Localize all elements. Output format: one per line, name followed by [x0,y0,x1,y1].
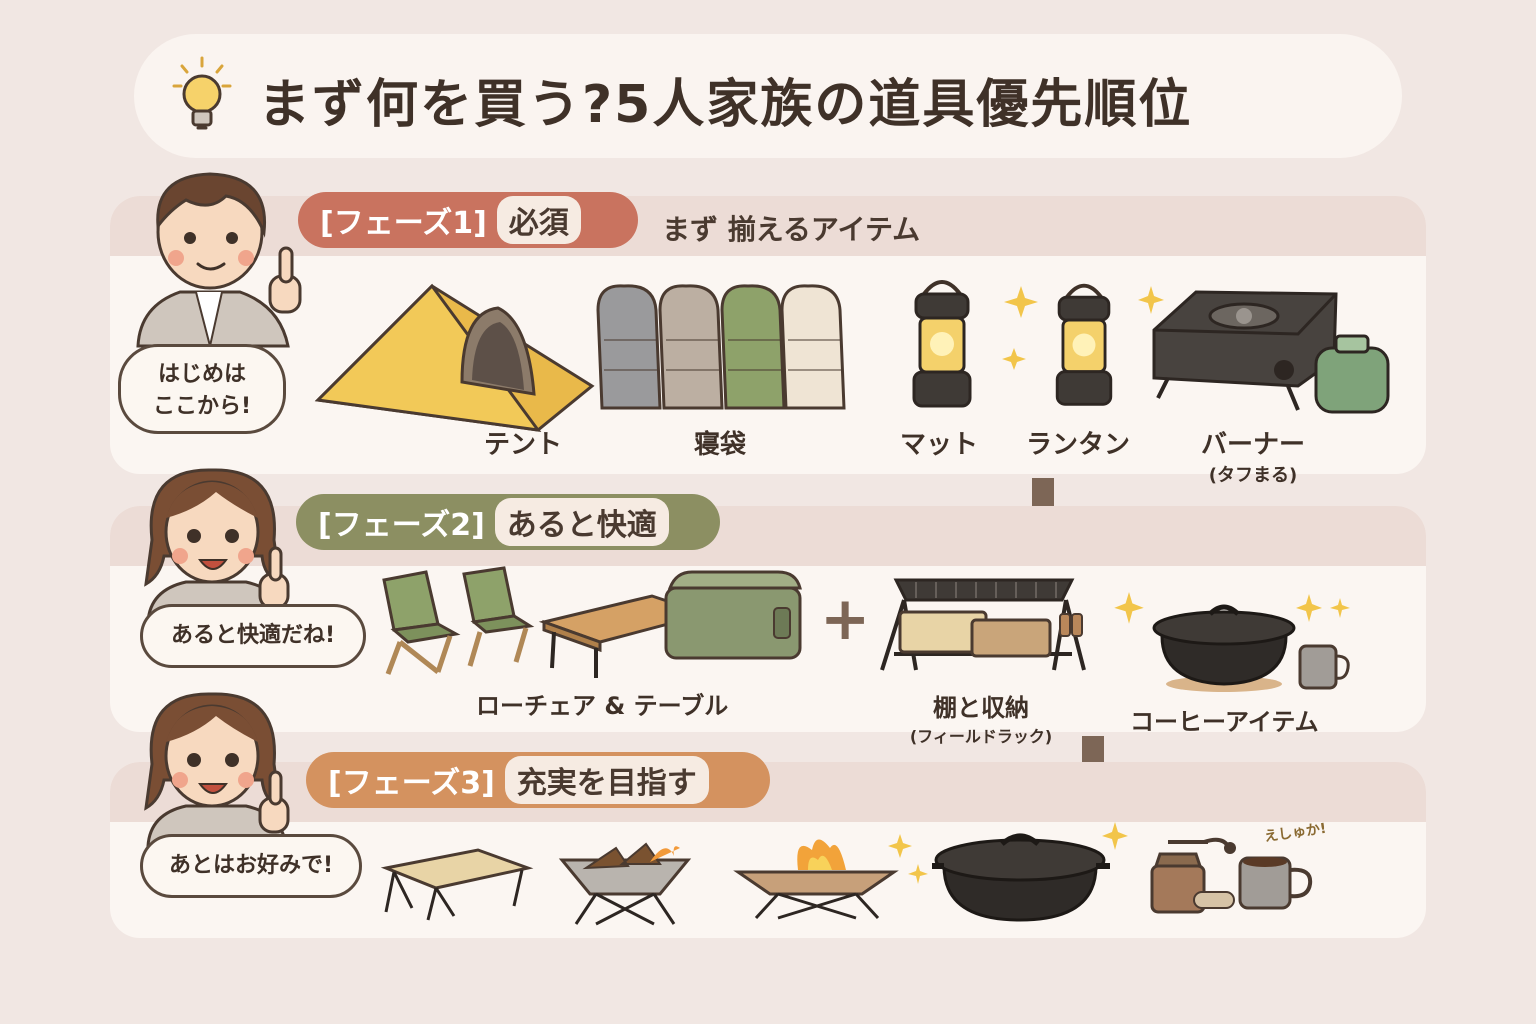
girl-character-icon [144,468,290,624]
sparkle-icon [1114,592,1144,624]
fire-pit-icon [558,842,692,926]
sleeping-bag-icon [596,284,846,410]
phase1-bubble-line2: ここから! [152,394,252,419]
chair-icon [382,566,535,675]
phase2-tag: [フェーズ2] [318,508,485,543]
phase3-bubble-text: あとはお好みで! [168,853,334,878]
sparkle-icon [1138,286,1164,314]
mat-label: マット [900,430,979,460]
rack-label: 棚と収納 [933,694,1029,722]
phase3-pill: [フェーズ3] 充実を目指す [306,752,770,808]
burner-label-group: バーナー (タフまる) [1168,424,1338,487]
phase1-bubble-line1: はじめは [157,362,246,387]
lantern-icon [1055,283,1113,406]
phase3-speech-bubble: あとはお好みで! [140,834,362,898]
sparkle-icon [1296,594,1350,622]
pointing-hand-icon [258,770,290,834]
pointing-hand-icon [268,246,302,314]
tent-label: テント [484,430,563,460]
phase3-tag: [フェーズ3] [328,766,495,801]
mug-icon [1298,644,1350,690]
rack-icon [880,578,1086,671]
sparkle-icon [888,834,928,884]
coffee-label: コーヒーアイテム [1130,708,1319,736]
fire-pit-icon [733,839,899,920]
phase2-pill: [フェーズ2] あると快適 [296,494,720,550]
dutch-oven-icon [1152,604,1296,692]
phase1-speech-bubble: はじめは ここから! [118,344,286,434]
plus-sign: + [820,584,871,654]
dutch-oven-icon [932,833,1110,922]
chair-table-label: ローチェア & テーブル [476,692,729,720]
phase1-tag: [フェーズ1] [320,206,487,241]
lantern-label: ランタン [1026,430,1131,460]
phase1-subtitle: まず 揃えるアイテム [662,213,921,246]
title-bar: まず何を買う?5人家族の道具優先順位 [134,34,1402,158]
phase2-bubble-text: あると快適だね! [170,623,336,648]
cooler-icon [664,570,802,660]
girl-character-icon [144,692,290,848]
rack-sublabel: (フィールドラック) [909,727,1053,746]
phase2-badge: あると快適 [494,498,669,546]
phase3-badge: 充実を目指す [504,756,709,804]
burner-label: バーナー [1200,430,1305,460]
phase2-speech-bubble: あると快適だね! [140,604,366,668]
sleeping-bag-label: 寝袋 [694,430,747,460]
phase1-pill: [フェーズ1] 必須 [298,192,638,248]
lantern-icon [912,280,972,408]
mug-icon [1238,856,1313,910]
cot-icon [380,848,534,921]
sparkle-icon [1002,286,1038,370]
sparkle-icon [1102,822,1128,850]
rack-label-group: 棚と収納 (フィールドラック) [866,688,1096,747]
lightbulb-icon [172,56,232,130]
burner-icon [1152,290,1390,414]
page-title: まず何を買う?5人家族の道具優先順位 [258,75,1193,135]
burner-sublabel: (タフまる) [1208,465,1298,486]
boy-character-icon [136,172,302,348]
phase1-badge: 必須 [496,196,581,244]
coffee-grinder-icon [1150,837,1236,914]
tent-icon [314,283,595,432]
